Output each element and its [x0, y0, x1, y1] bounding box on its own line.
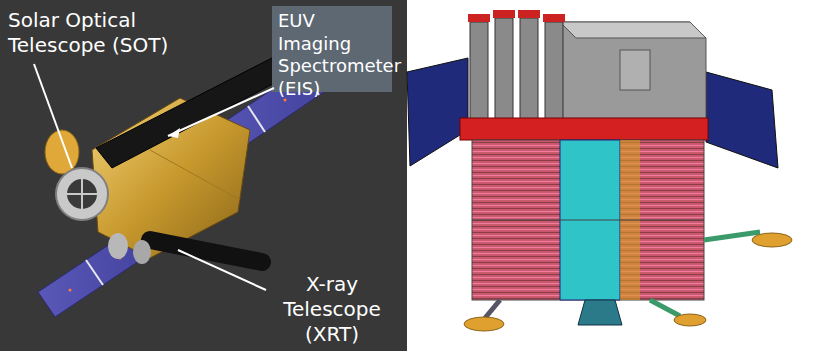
- xrt-cylinder: [150, 240, 262, 262]
- callout-label: X-ray Telescope (XRT): [262, 272, 402, 347]
- callout-label: EUV Imaging Spectrometer (EIS): [278, 10, 390, 100]
- cad-red-band: [460, 118, 708, 140]
- cad-lower-body: [472, 140, 704, 300]
- sot-spider: [67, 193, 97, 195]
- callout-label: Solar Optical Telescope (SOT): [8, 8, 178, 58]
- cad-solar-panel: [407, 58, 468, 166]
- panel-hinge: [86, 260, 103, 285]
- cad-telescope-cap: [468, 14, 490, 22]
- cad-telescope: [545, 22, 563, 122]
- cad-telescope: [470, 22, 488, 122]
- panel-dot: [284, 99, 287, 102]
- sot-aperture: [56, 168, 108, 220]
- cad-dish: [674, 314, 706, 326]
- cad-upper-top: [560, 22, 706, 38]
- cad-cone: [578, 300, 622, 325]
- leader-line: [34, 64, 72, 168]
- cad-model: [407, 10, 792, 331]
- cad-boom: [704, 232, 760, 240]
- cad-boom: [485, 300, 500, 318]
- cad-telescope-cap: [518, 10, 540, 18]
- panel-dot: [69, 289, 72, 292]
- satellite-body: [45, 58, 288, 264]
- cad-dish: [464, 317, 504, 331]
- cad-dish: [752, 233, 792, 247]
- body-edge: [150, 150, 240, 200]
- cad-solar-panel: [706, 72, 778, 168]
- leader-line: [168, 88, 274, 136]
- white-background: [407, 0, 829, 351]
- gold-antenna: [45, 130, 79, 174]
- cad-panel: [620, 50, 650, 90]
- cad-telescope: [495, 18, 513, 122]
- cad-edge: [472, 220, 704, 221]
- cad-boom: [650, 300, 680, 316]
- cad-upper-box: [560, 22, 706, 124]
- sot-aperture-inner: [67, 179, 97, 209]
- eis-bar: [96, 58, 288, 168]
- panel-hinge: [248, 106, 265, 132]
- leader-arrowhead: [168, 128, 180, 138]
- cad-telescope-cap: [543, 14, 565, 22]
- leader-line: [178, 250, 266, 290]
- cad-telescope: [520, 18, 538, 122]
- dark-background: [0, 0, 407, 351]
- cad-telescope-cap: [493, 10, 515, 18]
- small-dish: [133, 240, 151, 264]
- small-dish: [108, 233, 128, 259]
